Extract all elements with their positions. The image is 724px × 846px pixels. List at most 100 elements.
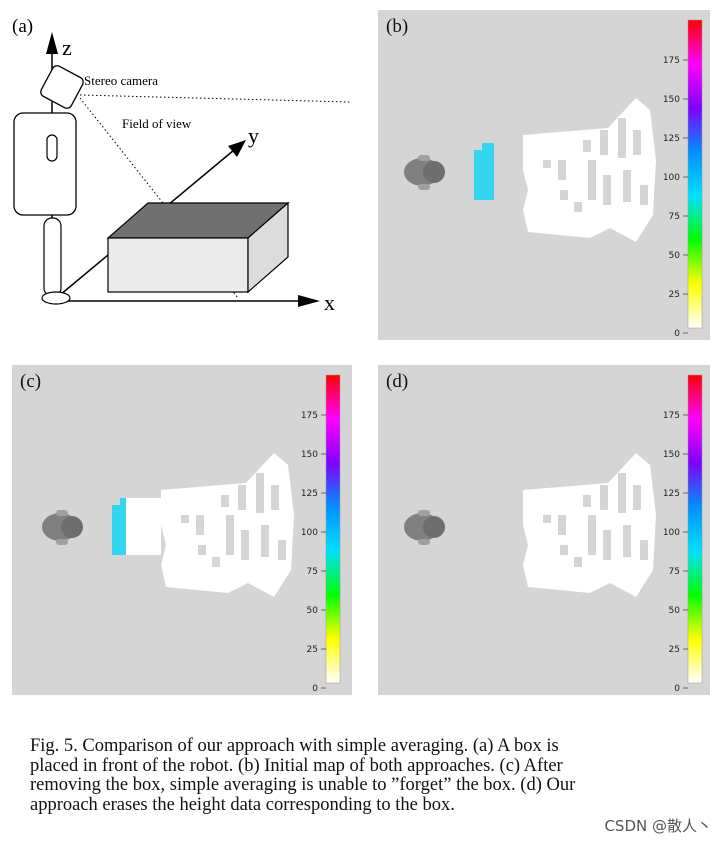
map-panel-d: 175 150 125 100 75 50 25 0 (d) bbox=[378, 365, 710, 695]
robot-shoulder bbox=[418, 539, 430, 545]
robot-icon bbox=[404, 155, 445, 190]
colorbar-tick-label: 150 bbox=[301, 450, 318, 460]
unknown-cell bbox=[241, 530, 249, 560]
caption-line: approach erases the height data correspo… bbox=[30, 794, 455, 815]
free-space-region bbox=[126, 498, 161, 555]
colorbar-tick-label: 125 bbox=[663, 134, 680, 144]
unknown-cell bbox=[640, 540, 648, 560]
colorbar-tick-label: 150 bbox=[663, 450, 680, 460]
unknown-cell bbox=[221, 495, 229, 507]
caption-line: Fig. 5. Comparison of our approach with … bbox=[30, 736, 559, 756]
unknown-cell bbox=[600, 130, 608, 155]
unknown-cell bbox=[574, 557, 582, 567]
colorbar bbox=[325, 374, 341, 684]
unknown-cell bbox=[543, 515, 551, 523]
colorbar-tick-label: 125 bbox=[663, 489, 680, 499]
unknown-cell bbox=[196, 515, 204, 535]
panel-label: (b) bbox=[386, 16, 409, 37]
robot-leg bbox=[43, 217, 62, 297]
panel-label: (d) bbox=[386, 371, 409, 392]
watermark: CSDN @散人丶 bbox=[604, 817, 712, 835]
unknown-cell bbox=[623, 170, 631, 202]
unknown-cell bbox=[238, 485, 246, 510]
x-arrowhead bbox=[298, 295, 320, 307]
panel-label: (a) bbox=[12, 16, 33, 37]
robot-shoulder bbox=[418, 155, 430, 161]
colorbar-tick-label: 75 bbox=[669, 212, 680, 222]
unknown-cell bbox=[603, 175, 611, 205]
unknown-cell bbox=[588, 515, 596, 555]
robot-foot bbox=[41, 291, 71, 305]
unknown-cell bbox=[278, 540, 286, 560]
box-height-cells bbox=[474, 143, 494, 200]
unknown-cell bbox=[261, 525, 269, 557]
unknown-cell bbox=[256, 473, 264, 513]
unknown-cell bbox=[212, 557, 220, 567]
unknown-cell bbox=[623, 525, 631, 557]
stereo-camera-icon bbox=[40, 65, 84, 109]
colorbar-tick-label: 50 bbox=[669, 606, 681, 616]
unknown-cell bbox=[198, 545, 206, 555]
colorbar-tick-label: 25 bbox=[669, 645, 680, 655]
figure-caption: Fig. 5. Comparison of our approach with … bbox=[30, 736, 710, 815]
box-object bbox=[106, 201, 290, 294]
camera-label: Stereo camera bbox=[84, 73, 158, 88]
panel-a-diagram: (a) z x y Stereo camera Field of view bbox=[10, 10, 365, 338]
colorbar-tick-label: 75 bbox=[669, 567, 680, 577]
unknown-cell bbox=[640, 185, 648, 205]
colorbar-tick-label: 50 bbox=[307, 606, 319, 616]
robot-shoulder bbox=[56, 539, 68, 545]
colorbar-tick-label: 125 bbox=[301, 489, 318, 499]
caption-line: removing the box, simple averaging is un… bbox=[30, 775, 576, 795]
colorbar-tick-label: 0 bbox=[312, 684, 318, 694]
unknown-cell bbox=[633, 485, 641, 510]
robot-arm bbox=[46, 134, 58, 162]
unknown-cell bbox=[583, 140, 591, 152]
colorbar-tick-label: 100 bbox=[301, 528, 318, 538]
colorbar-tick-label: 75 bbox=[307, 567, 318, 577]
robot-shoulder bbox=[418, 184, 430, 190]
unknown-cell bbox=[181, 515, 189, 523]
fov-upper-line bbox=[79, 94, 351, 103]
x-axis-label: x bbox=[324, 290, 335, 315]
robot-icon bbox=[42, 510, 83, 545]
colorbar-tick-label: 175 bbox=[663, 411, 680, 421]
unknown-cell bbox=[560, 545, 568, 555]
colorbar-tick-label: 100 bbox=[663, 173, 680, 183]
colorbar-tick-label: 175 bbox=[301, 411, 318, 421]
colorbar bbox=[687, 19, 703, 329]
unknown-cell bbox=[543, 160, 551, 168]
colorbar bbox=[687, 374, 703, 684]
unknown-cell bbox=[633, 130, 641, 155]
unknown-cell bbox=[588, 160, 596, 200]
fov-label: Field of view bbox=[122, 116, 192, 131]
robot-torso bbox=[13, 112, 77, 216]
unknown-cell bbox=[603, 530, 611, 560]
colorbar-tick-label: 100 bbox=[663, 528, 680, 538]
colorbar-tick-label: 0 bbox=[674, 329, 680, 339]
y-arrowhead bbox=[228, 140, 246, 157]
height-map: 175 150 125 100 75 50 25 0 bbox=[404, 374, 703, 694]
unknown-cell bbox=[558, 515, 566, 535]
robot-shoulder bbox=[418, 510, 430, 516]
unknown-cell bbox=[226, 515, 234, 555]
robot-icon bbox=[404, 510, 445, 545]
z-arrowhead bbox=[46, 32, 58, 54]
unknown-cell bbox=[574, 202, 582, 212]
z-axis-label: z bbox=[62, 35, 72, 60]
y-axis-label: y bbox=[248, 123, 259, 148]
robot-shoulder bbox=[56, 510, 68, 516]
robot-head bbox=[423, 161, 445, 183]
panel-label: (c) bbox=[20, 371, 42, 392]
colorbar-tick-label: 150 bbox=[663, 95, 680, 105]
robot-head bbox=[423, 516, 445, 538]
unknown-cell bbox=[600, 485, 608, 510]
colorbar-tick-label: 25 bbox=[669, 290, 680, 300]
unknown-cell bbox=[271, 485, 279, 510]
unknown-cell bbox=[558, 160, 566, 180]
colorbar-tick-label: 0 bbox=[674, 684, 680, 694]
unknown-cell bbox=[583, 495, 591, 507]
